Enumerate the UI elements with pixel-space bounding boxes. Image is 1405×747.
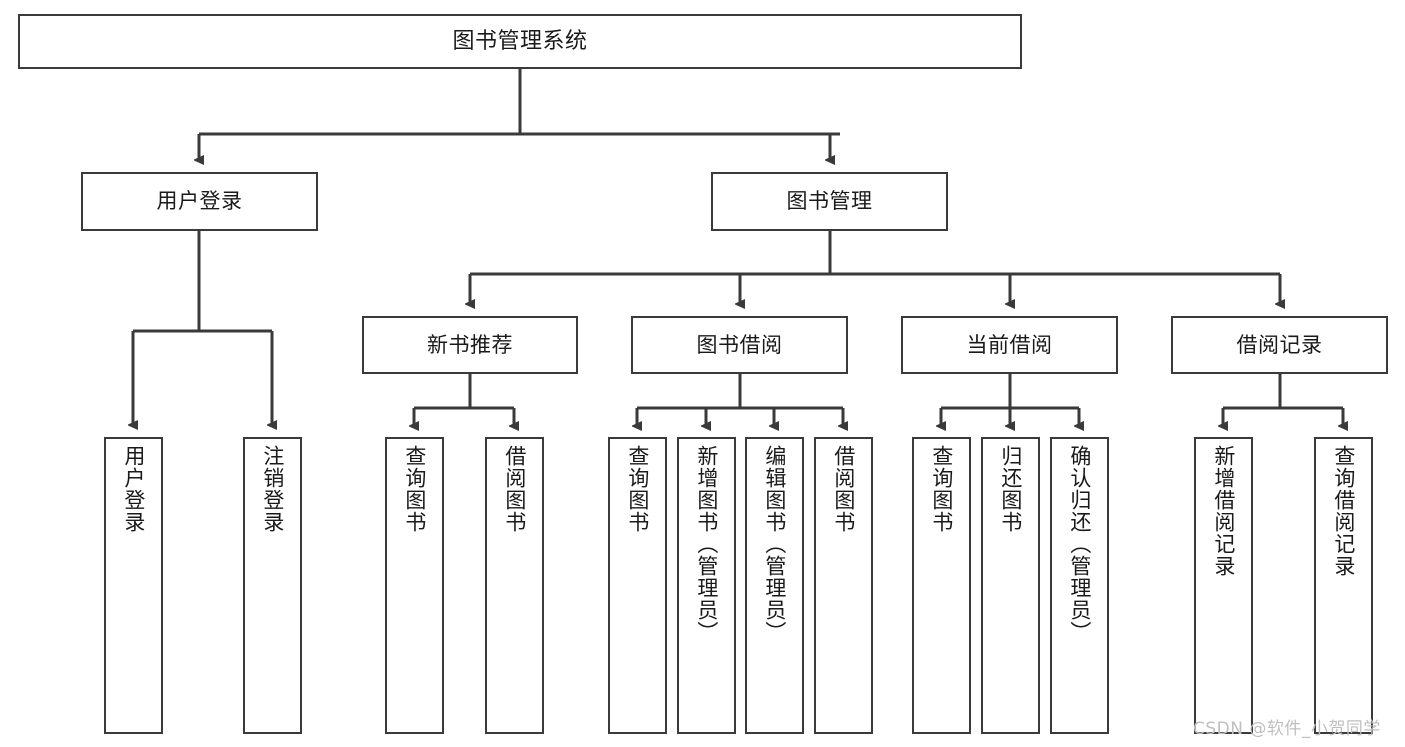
node-root-book-management-system[interactable]: 图书管理系统 — [18, 14, 1022, 69]
node-label: 图书管理系统 — [452, 28, 588, 54]
node-label: 新增图书（管理员） — [694, 445, 719, 643]
node-book-management[interactable]: 图书管理 — [711, 172, 948, 231]
node-user-login[interactable]: 用户登录 — [81, 172, 318, 231]
node-label: 确认归还（管理员） — [1067, 445, 1092, 643]
node-label: 查询图书 — [929, 445, 954, 533]
node-label: 注销登录 — [260, 445, 285, 533]
node-label: 新书推荐 — [427, 332, 513, 357]
node-label: 新增借阅记录 — [1211, 445, 1236, 577]
node-label: 用户登录 — [156, 189, 243, 214]
leaf-book-borrow-query-book[interactable]: 查询图书 — [608, 437, 667, 734]
csdn-watermark: CSDN @软件_小贺同学 — [1193, 719, 1381, 739]
leaf-current-borrow-confirm-return-admin[interactable]: 确认归还（管理员） — [1050, 437, 1109, 734]
leaf-book-borrow-edit-book-admin[interactable]: 编辑图书（管理员） — [745, 437, 804, 734]
node-label: 借阅图书 — [831, 445, 856, 533]
leaf-borrow-record-query-record[interactable]: 查询借阅记录 — [1314, 437, 1373, 734]
leaf-new-book-borrow-book[interactable]: 借阅图书 — [485, 437, 544, 734]
leaf-book-borrow-borrow-book[interactable]: 借阅图书 — [814, 437, 873, 734]
leaf-current-borrow-query-book[interactable]: 查询图书 — [912, 437, 971, 734]
node-label: 查询图书 — [625, 445, 650, 533]
node-new-book-recommendation[interactable]: 新书推荐 — [362, 316, 578, 374]
leaf-user-login-logout[interactable]: 注销登录 — [243, 437, 302, 734]
node-label: 用户登录 — [121, 445, 146, 533]
leaf-current-borrow-return-book[interactable]: 归还图书 — [981, 437, 1040, 734]
leaf-user-login-login[interactable]: 用户登录 — [104, 437, 163, 734]
leaf-new-book-query-book[interactable]: 查询图书 — [385, 437, 444, 734]
node-label: 当前借阅 — [966, 332, 1053, 357]
node-label: 查询借阅记录 — [1331, 445, 1356, 577]
node-label: 图书管理 — [786, 189, 873, 214]
node-current-borrowing[interactable]: 当前借阅 — [901, 316, 1118, 374]
leaf-borrow-record-add-record[interactable]: 新增借阅记录 — [1194, 437, 1253, 734]
node-label: 借阅记录 — [1236, 332, 1323, 357]
node-book-borrowing[interactable]: 图书借阅 — [631, 316, 848, 374]
node-label: 查询图书 — [402, 445, 427, 533]
node-label: 编辑图书（管理员） — [762, 445, 787, 643]
node-label: 归还图书 — [998, 445, 1023, 533]
node-label: 借阅图书 — [502, 445, 527, 533]
node-borrowing-record[interactable]: 借阅记录 — [1171, 316, 1388, 374]
node-label: 图书借阅 — [696, 332, 783, 357]
leaf-book-borrow-add-book-admin[interactable]: 新增图书（管理员） — [677, 437, 736, 734]
